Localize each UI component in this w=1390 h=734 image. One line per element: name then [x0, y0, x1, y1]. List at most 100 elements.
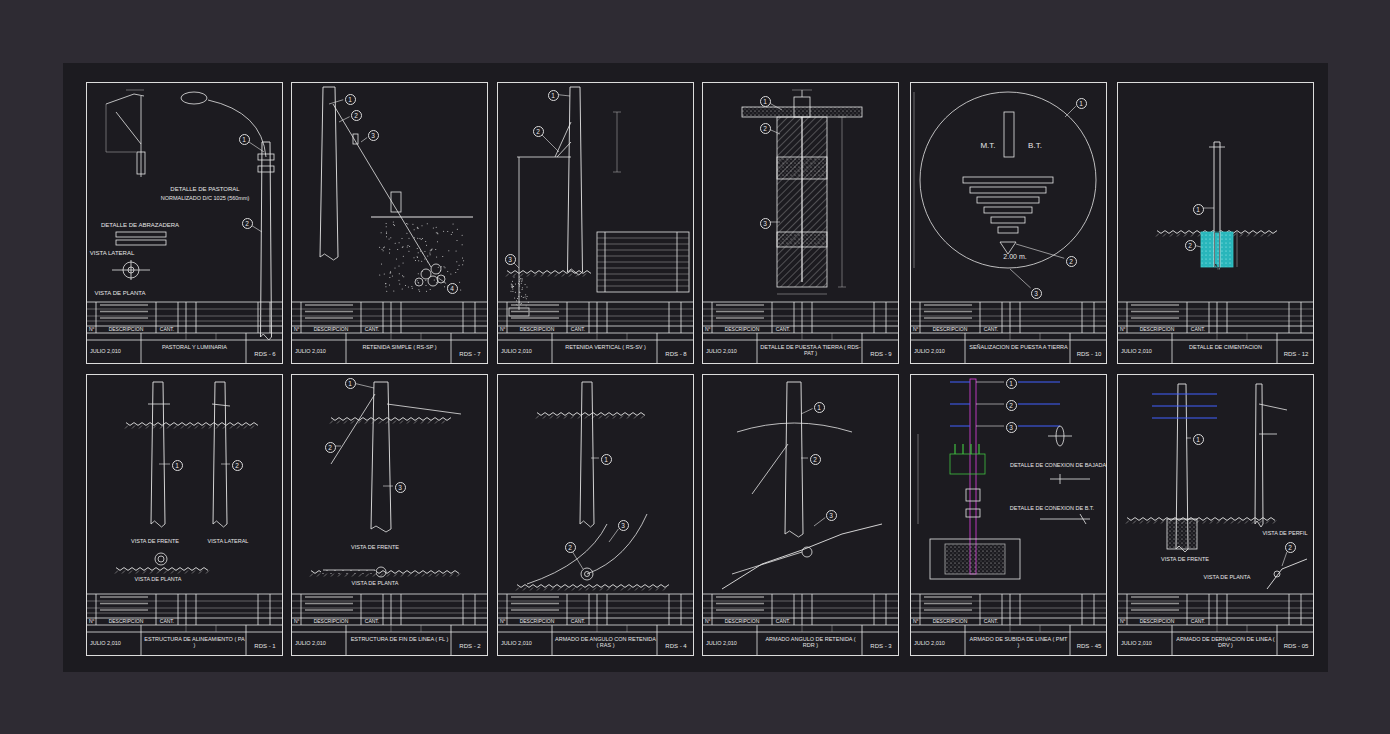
soil-dot [415, 260, 416, 261]
soil-dot [450, 274, 451, 275]
sheet-title: ARMADO DE DERIVACION DE LINEA ( DRV ) [1175, 636, 1276, 649]
soil-dot [518, 283, 519, 284]
drawing-line [702, 613, 899, 614]
drawing-line [291, 625, 488, 626]
soil-dot [417, 238, 418, 239]
soil-dot [462, 258, 463, 259]
drawing-line [1117, 594, 1314, 595]
drawing-line [910, 608, 1107, 609]
soil-dot [431, 250, 432, 251]
soil-dot [433, 228, 434, 229]
sheet-code: RDS - 2 [453, 643, 487, 650]
drawing-line [116, 112, 141, 144]
drawing-line [617, 112, 618, 172]
drawing-line [950, 382, 970, 383]
drawing-line [607, 594, 608, 625]
ground-line [311, 571, 459, 574]
drawing-line [702, 625, 899, 626]
drawing-line [401, 594, 402, 625]
drawing-line [1002, 302, 1003, 333]
callout-number-text: 1 [346, 95, 355, 105]
table-header: CANT. [365, 619, 379, 625]
drawing-line [291, 302, 488, 303]
drawing-line [914, 92, 915, 268]
drawing-line [129, 571, 132, 574]
soil-dot [462, 244, 463, 245]
soil-dot [418, 283, 419, 284]
drawing-line [186, 333, 187, 340]
callout-number-text: 2 [326, 443, 335, 453]
table-header: N° [913, 327, 919, 333]
drawing-line [597, 244, 689, 245]
soil-dot [383, 247, 384, 248]
leader-line [221, 464, 230, 465]
soil-dot [417, 256, 418, 257]
leader-line [248, 141, 264, 152]
drawing-line [1140, 521, 1143, 524]
soil-dot [386, 291, 387, 292]
soil-dot [386, 231, 387, 232]
soil-dot [390, 237, 391, 238]
sheet-drawing [1117, 384, 1314, 656]
soil-dot [517, 298, 518, 299]
callout-number-text: 3 [761, 219, 770, 229]
sheet-drawing [910, 379, 1107, 656]
drawing-line [1220, 232, 1221, 267]
drawing-line [716, 317, 764, 319]
drawing-line [301, 302, 302, 333]
ground-line [331, 418, 451, 421]
soil-dot [526, 286, 527, 287]
drawing-rect [966, 509, 980, 517]
drawing-line [86, 333, 283, 334]
drawing-line [141, 96, 142, 177]
soil-dot [430, 289, 431, 290]
view-label: DETALLE DE CONEXION DE B.T. [1010, 505, 1094, 511]
drawing-line [954, 444, 955, 454]
drawing-line [230, 426, 233, 429]
drawing-line [1247, 625, 1248, 632]
drawing-line [206, 571, 209, 574]
callout-number-text: 1 [173, 461, 182, 471]
drawing-circle [128, 267, 134, 273]
date-label: JULIO 2,010 [1121, 640, 1152, 646]
drawing-line [323, 570, 375, 571]
soil-dot [519, 292, 520, 293]
drawing-line [812, 594, 813, 625]
soil-dot [413, 257, 414, 258]
drawing-circle [431, 264, 441, 274]
date-label: JULIO 2,010 [501, 348, 532, 354]
sheet-title: ARMADO DE SUBIDA DE LINEA ( PMT ) [968, 636, 1069, 649]
callout-number-text: 2 [761, 124, 770, 134]
drawing-line [100, 609, 148, 611]
drawing-line [527, 274, 530, 277]
soil-dot [437, 233, 438, 234]
drawing-line [551, 588, 554, 591]
drawing-line [802, 625, 803, 632]
soil-dot [522, 278, 523, 279]
sheet-code: RDS - 7 [453, 351, 487, 358]
drawing-line [578, 416, 581, 419]
drawing-line [597, 286, 689, 287]
table-header: N° [913, 619, 919, 625]
drawing-curve [587, 514, 647, 574]
soil-dot [426, 245, 427, 246]
sheet-title: ARMADO ANGULO DE RETENIDA ( RDR ) [760, 636, 861, 649]
drawing-circle [428, 276, 438, 286]
drawing-line [802, 333, 803, 340]
date-label: JULIO 2,010 [706, 640, 737, 646]
drawing-line [251, 426, 254, 429]
soil-dot [389, 239, 390, 240]
drawing-sheet: SEÑALIZACION DE PUESTA A TIERRARDS - 101… [910, 82, 1107, 364]
drawing-line [497, 316, 694, 317]
drawing-line [544, 588, 547, 591]
drawing-line [702, 309, 899, 310]
soil-dot [456, 251, 457, 252]
drawing-sheet: ESTRUCTURA DE ALINEAMIENTO ( PA )RDS - 1… [86, 374, 283, 656]
drawing-line [344, 421, 347, 424]
soil-dot [459, 282, 460, 283]
drawing-line [1147, 521, 1150, 524]
drawing-line [86, 632, 283, 633]
soil-dot [389, 277, 390, 278]
drawing-line [886, 302, 887, 333]
drawing-line [552, 333, 553, 364]
